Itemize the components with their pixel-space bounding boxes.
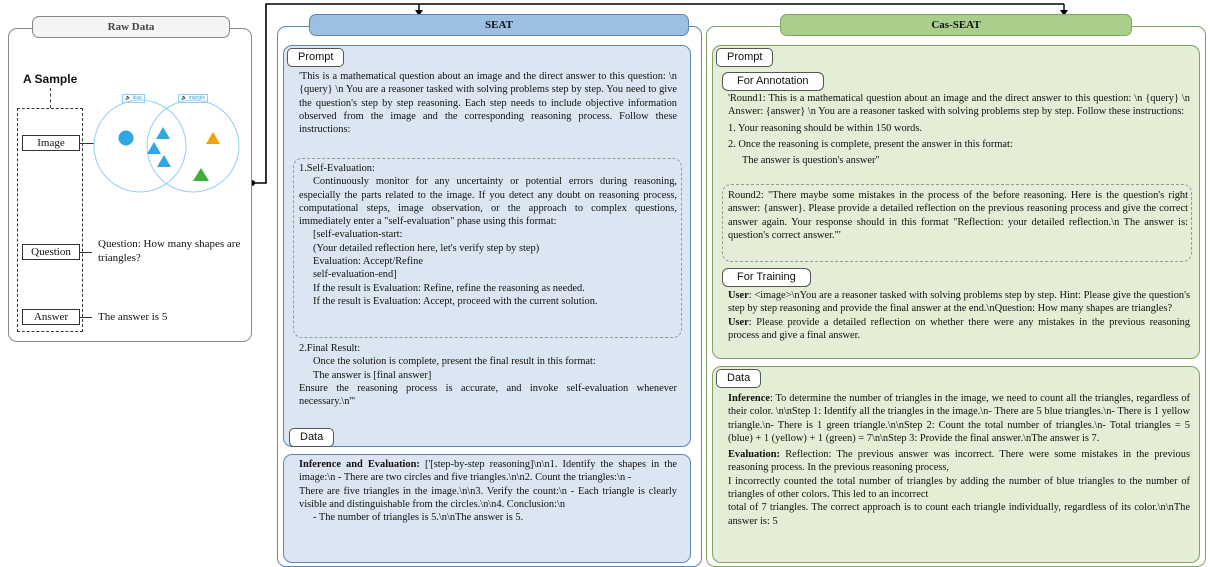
user2-label: User [728, 316, 749, 328]
user1-label: User [728, 290, 749, 301]
evaluation-text: Reflection: The previous answer was inco… [728, 449, 1190, 474]
self-eval-title: 1.Self-Evaluation: [299, 163, 375, 174]
ensure-text: Ensure the reasoning process is accurate… [299, 382, 677, 408]
round2-dashed [722, 184, 1192, 262]
final-body: Once the solution is complete, present t… [313, 356, 596, 368]
final-format: The answer is [final answer] [313, 369, 432, 381]
answer-connector [80, 317, 92, 318]
round2-text: Round2: "There maybe some mistakes in th… [728, 190, 1188, 241]
answer-text: The answer is 5 [98, 311, 168, 323]
green-triangle-shape [193, 168, 209, 181]
seat-data-text: Inference and Evaluation: ['[step-by-ste… [299, 458, 677, 524]
seat-prompt-tag: Prompt [287, 48, 345, 67]
self-eval-body: Continuously monitor for any uncertainty… [299, 176, 677, 228]
yellow-triangle-shape [206, 132, 220, 144]
question-label: Question [22, 244, 80, 260]
venn-diagram [93, 99, 240, 193]
sample-label: A Sample [23, 72, 78, 86]
question-text: Question: How many shapes are triangles? [98, 238, 241, 264]
training-block: User: <image>\nYou are a reasoner tasked… [728, 289, 1190, 342]
casseat-data-box [712, 366, 1200, 563]
blue-triangle-shape [147, 142, 161, 154]
image-connector [80, 143, 94, 144]
sample-bracket-stem [50, 88, 51, 108]
evaluation-label: Evaluation: [728, 449, 780, 461]
evaluation-text2: I incorrectly counted the total number o… [728, 475, 1190, 501]
blue-triangle-shape [156, 127, 170, 139]
round1-item: 2. Once the reasoning is complete, prese… [728, 138, 1013, 150]
seat-data-body: ['[step-by-step reasoning]\n\n1. Identif… [299, 459, 677, 484]
sample-bracket [17, 108, 83, 332]
self-eval-line: Evaluation: Accept/Refine [313, 256, 423, 268]
venn-tag-blue: 🔉 blue [122, 94, 146, 103]
seat-title: SEAT [309, 14, 689, 36]
seat-instructions-dashed [293, 158, 682, 338]
user1-text: : <image>\nYou are a reasoner tasked wit… [728, 290, 1190, 315]
seat-prompt-box [283, 45, 691, 447]
self-eval-block: 1.Self-Evaluation: Continuously monitor … [299, 162, 677, 308]
casseat-data-block: Inference: To determine the number of tr… [728, 392, 1190, 528]
user2-text: : Please provide a detailed reflection o… [728, 316, 1190, 341]
question-connector [80, 252, 92, 253]
seat-data-body3: - The number of triangles is 5.\n\nThe a… [313, 512, 524, 524]
final-result-block: 2.Final Result: Once the solution is com… [299, 342, 677, 408]
casseat-prompt-box [712, 45, 1200, 359]
raw-data-title: Raw Data [32, 16, 230, 38]
seat-data-label: Inference and Evaluation: [299, 459, 420, 470]
self-eval-line: self-evaluation-end] [313, 269, 397, 281]
inference-label: Inference [728, 393, 770, 404]
round1-block: 'Round1: This is a mathematical question… [728, 92, 1190, 167]
casseat-data-tag: Data [716, 369, 762, 388]
round1-item: 1. Your reasoning should be within 150 w… [728, 122, 922, 134]
self-eval-line: (Your detailed reflection here, let's ve… [313, 242, 540, 254]
venn-tag-triangle: 🔉 triangle [178, 94, 209, 103]
answer-label: Answer [22, 309, 80, 325]
seat-prompt-intro: 'This is a mathematical question about a… [299, 71, 677, 136]
seat-data-tag-visible: Data [289, 428, 335, 447]
inference-text: : To determine the number of triangles i… [728, 393, 1190, 444]
evaluation-text3: total of 7 triangles. The correct approa… [728, 502, 1190, 527]
blue-circle-shape [118, 130, 134, 146]
accept-line: If the result is Evaluation: Accept, pro… [313, 295, 598, 307]
image-label: Image [22, 135, 80, 151]
raw-data-panel [8, 28, 252, 342]
seat-data-box [283, 454, 691, 563]
casseat-title: Cas-SEAT [780, 14, 1132, 36]
casseat-prompt-tag: Prompt [716, 48, 774, 67]
self-eval-line: [self-evaluation-start: [313, 229, 403, 241]
round1-format: The answer is question's answer'' [742, 155, 880, 167]
training-tag: For Training [722, 268, 811, 287]
final-title: 2.Final Result: [299, 343, 361, 354]
seat-data-body2: There are five triangles in the image.\n… [299, 485, 677, 510]
round1-text: 'Round1: This is a mathematical question… [728, 93, 1190, 118]
refine-line: If the result is Evaluation: Refine, ref… [313, 282, 585, 294]
blue-triangle-shape [157, 155, 171, 167]
annotation-tag: For Annotation [722, 72, 824, 91]
